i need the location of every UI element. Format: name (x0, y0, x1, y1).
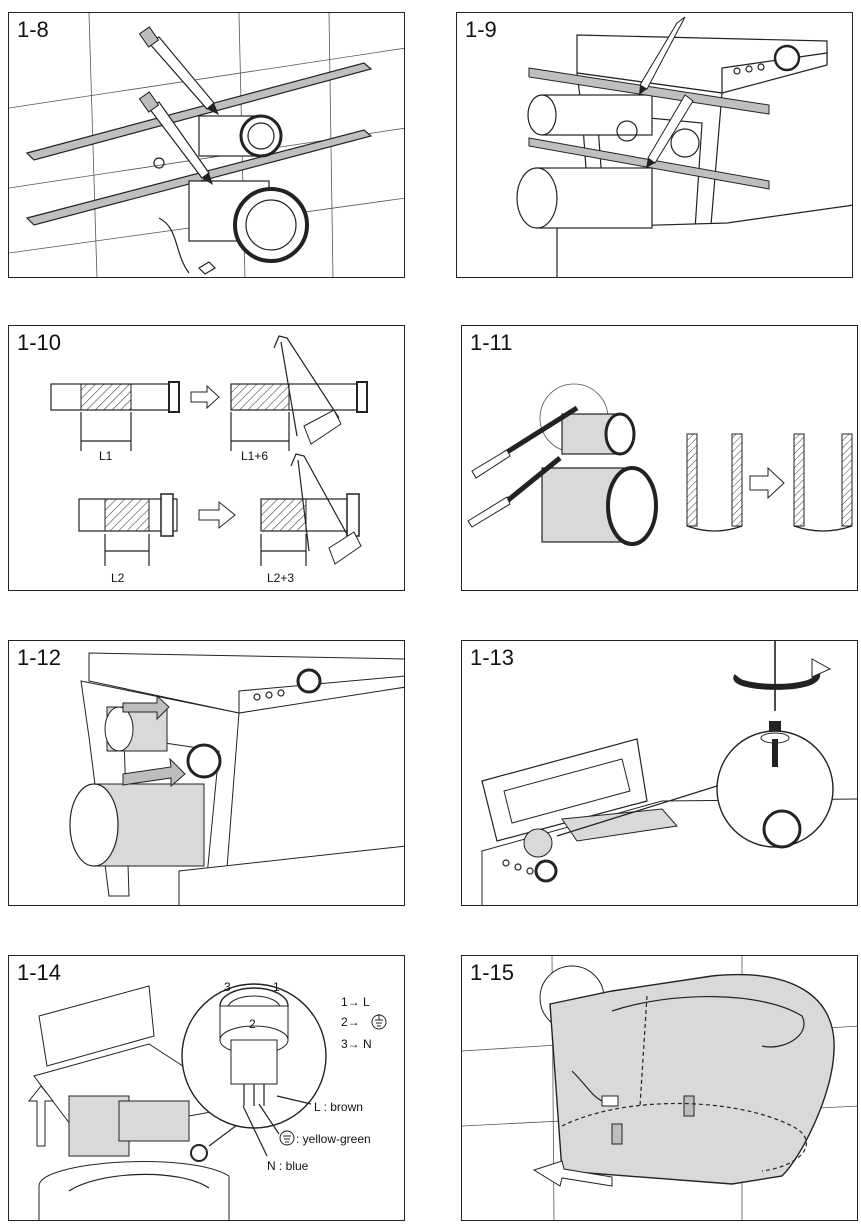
panel-label: 1-13 (468, 645, 521, 671)
wall-drilling-illustration (9, 13, 404, 277)
screw-fixing-illustration (481, 641, 857, 905)
pipe-insert-illustration (69, 652, 404, 905)
pencil-lower (138, 91, 213, 185)
map-3-label: 3→ N (341, 1037, 372, 1051)
leveling-board-upper (528, 67, 770, 115)
ground-icon (371, 1014, 387, 1030)
pipe-upper-after (230, 381, 368, 451)
upper-pipe (527, 94, 653, 136)
panel-label: 1-9 (463, 17, 503, 43)
water-hose (571, 1070, 619, 1107)
panel-1-12: 1-12 (8, 640, 405, 906)
lower-pipe (188, 180, 309, 263)
zoom-source-circle (523, 828, 553, 858)
lower-pipe (69, 783, 205, 867)
next-step-arrow (190, 384, 220, 410)
panel-1-8: 1-8 (8, 12, 405, 278)
panel-label: 1-11 (468, 330, 519, 356)
file-tool-upper (471, 405, 579, 479)
pipe-upper-before (50, 381, 180, 451)
toilet-bowl (38, 1161, 230, 1220)
next-step-arrow (749, 466, 785, 500)
indicator-dots (502, 859, 534, 875)
insert-arrow-upper (122, 694, 170, 721)
lower-pipe (516, 167, 653, 229)
ground-icon (279, 1130, 295, 1146)
panel-1-10: 1-10 L1 L1+6 (8, 325, 405, 591)
panel-1-9: 1-9 (456, 12, 853, 278)
upper-pipe (198, 114, 283, 158)
leveling-board-lower (25, 129, 373, 226)
panel-1-11: 1-11 (461, 325, 858, 591)
power-cable (158, 217, 190, 274)
indicator-dots (733, 63, 765, 75)
pipe-lower-before (78, 493, 178, 566)
leveling-board-upper (25, 62, 373, 161)
pin-3-label: 3 (224, 980, 231, 994)
panel-1-15: 1-15 (461, 955, 858, 1221)
brown-wire-label: L : brown (314, 1100, 363, 1114)
pencil-upper (639, 16, 686, 95)
cistern-lid-open (38, 985, 155, 1067)
file-tool-lower (467, 456, 562, 528)
pipe-section-before (686, 433, 743, 532)
zoom-pointer (556, 785, 718, 837)
cut-label-l2-plus: L2+3 (267, 571, 294, 585)
toilet-bowl (549, 974, 835, 1185)
cut-label-l2: L2 (111, 571, 125, 585)
upper-pipe (104, 706, 168, 752)
fixing-bracket (611, 1095, 695, 1145)
bowl-mounting-illustration (462, 956, 857, 1220)
hacksaw-lower (290, 453, 362, 565)
yellow-green-wire-label: : yellow-green (296, 1132, 371, 1146)
pipe-cutting-illustration: L1 L1+6 L2 (50, 335, 368, 585)
hacksaw-upper (273, 335, 342, 445)
plug-connector (219, 987, 289, 1106)
map-2-label: 2→ (341, 1015, 360, 1029)
push-arrow-icon (532, 1160, 613, 1187)
panel-label: 1-15 (468, 960, 521, 986)
panel-label: 1-14 (15, 960, 68, 986)
pin-1-label: 1 (273, 980, 280, 994)
panel-1-13: 1-13 (461, 640, 858, 906)
panel-label: 1-8 (15, 17, 55, 43)
large-pipe (541, 466, 658, 546)
next-step-arrow (198, 500, 236, 530)
frame-marking-illustration (516, 16, 852, 277)
up-arrow-icon (27, 1085, 55, 1147)
insert-arrow-lower (122, 757, 186, 788)
pin-2-label: 2 (249, 1017, 256, 1031)
map-1-label: 1→ L (341, 995, 370, 1009)
deburring-illustration (467, 383, 853, 546)
pencil-lower (646, 94, 694, 168)
pencil-upper (138, 26, 219, 115)
panel-label: 1-10 (15, 330, 68, 356)
wiring-illustration: 3 1 2 1→ L 2→ 3→ N L : brown : yellow-gr… (27, 980, 387, 1220)
blue-wire-label: N : blue (267, 1159, 309, 1173)
pipe-section-after (793, 433, 853, 532)
wall-hole (153, 157, 165, 169)
indicator-dots (253, 689, 285, 701)
small-pipe (561, 412, 636, 456)
screw-detail (760, 641, 802, 849)
cut-label-l1: L1 (99, 449, 113, 463)
top-fitting (773, 44, 801, 72)
panel-label: 1-12 (15, 645, 68, 671)
cut-label-l1-plus: L1+6 (241, 449, 268, 463)
panel-1-14: 1-14 3 1 2 1→ L 2→ (8, 955, 405, 1221)
rotate-arrow-icon (733, 672, 820, 690)
